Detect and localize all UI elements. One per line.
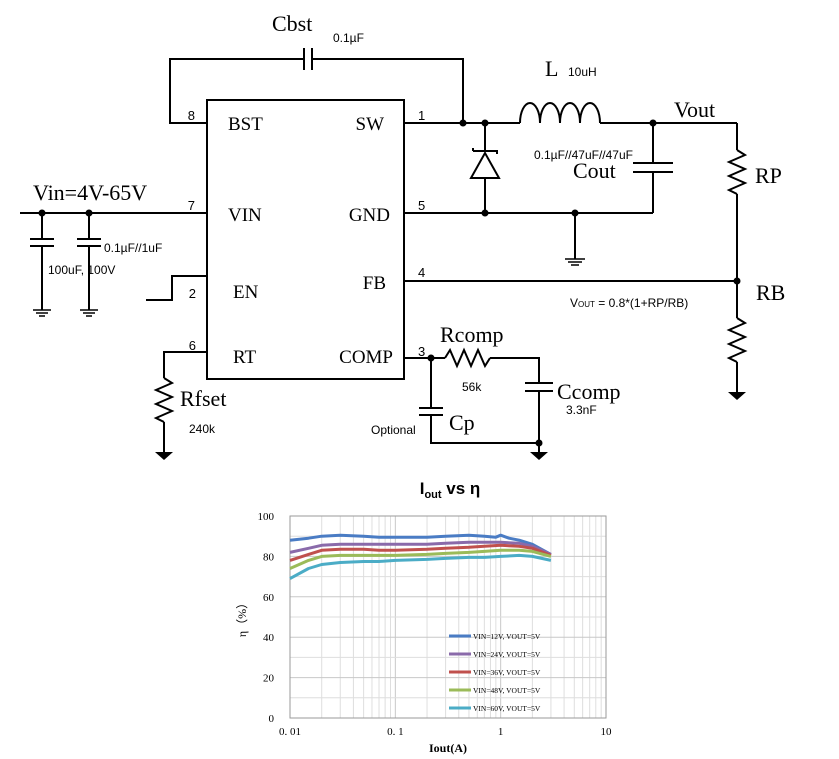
resistor-rp [726, 123, 748, 318]
y-tick-label: 100 [258, 511, 275, 523]
chart-ticks: 0 20 40 60 80 100 0. 01 0. 1 1 10 [258, 511, 613, 738]
efficiency-chart: Iout vs η 0 20 40 60 80 100 0. 01 0. 1 1 10 VIN=1… [235, 479, 612, 755]
resistor-rb [726, 317, 748, 400]
cin-small-capacitor [77, 213, 101, 317]
pin-label-gnd: GND [349, 205, 390, 226]
y-tick-label: 20 [263, 673, 275, 685]
legend-label-3: VIN=36V, VOUT=5V [473, 668, 541, 677]
cbst-capacitor [169, 48, 464, 124]
cp-note: Optional [371, 423, 416, 437]
chart-grid [289, 515, 607, 719]
pin-number-5: 5 [418, 198, 425, 213]
resistor-rcomp [444, 347, 540, 383]
sw-node-dot-1 [459, 119, 467, 127]
cbst-label: Cbst [272, 11, 312, 36]
pin-label-rt: RT [233, 347, 257, 368]
cp-label: Cp [449, 410, 475, 435]
series-line-2 [289, 540, 552, 556]
pin-number-3: 3 [418, 344, 425, 359]
legend-label-2: VIN=24V, VOUT=5V [473, 650, 541, 659]
rfset-value: 240k [189, 422, 216, 436]
rfset-label: Rfset [180, 386, 226, 411]
cp-capacitor [419, 358, 543, 447]
vout-label: Vout [674, 97, 715, 122]
ground-symbol-main [565, 213, 585, 266]
y-tick-label: 80 [263, 551, 275, 563]
en-step-signal [146, 275, 207, 301]
chart-title: Iout vs η [420, 479, 481, 501]
ccomp-capacitor [525, 382, 553, 460]
legend-label-1: VIN=12V, VOUT=5V [473, 632, 541, 641]
pin-number-1: 1 [418, 108, 425, 123]
series-line-5 [289, 553, 552, 580]
inductor-label: L [545, 56, 558, 81]
pin-label-vin: VIN [228, 205, 262, 226]
series-line-4 [289, 548, 552, 570]
series-line-3 [289, 543, 552, 562]
pin-number-8: 8 [188, 108, 195, 123]
pin-number-7: 7 [188, 198, 195, 213]
rb-label: RB [756, 280, 785, 305]
buck-converter-schematic: BST VIN EN RT SW GND FB COMP 8 7 2 6 1 5… [20, 11, 785, 460]
y-tick-label: 40 [263, 632, 275, 644]
vin-label: Vin=4V-65V [33, 180, 147, 205]
x-tick-label: 10 [601, 726, 613, 738]
chart-series [289, 533, 552, 580]
series-line-1 [289, 533, 552, 556]
rcomp-value: 56k [462, 380, 482, 394]
y-axis-label: η（%） [235, 597, 249, 637]
vout-formula: VOUT = 0.8*(1+RP/RB) [570, 296, 688, 310]
ccomp-value: 3.3nF [566, 403, 597, 417]
pin-label-bst: BST [228, 114, 263, 135]
cout-capacitor [633, 123, 673, 213]
inductor-value: 10uH [568, 65, 597, 79]
pin-label-en: EN [233, 282, 259, 303]
plot-area-border [289, 515, 607, 719]
pin-label-comp: COMP [339, 347, 393, 368]
cout-value: 0.1µF//47uF//47uF [534, 148, 633, 162]
pin-label-sw: SW [356, 114, 385, 135]
legend-label-5: VIN=60V, VOUT=5V [473, 704, 541, 713]
schottky-diode [469, 123, 501, 213]
gnd-node-dot-1 [481, 209, 489, 217]
ccomp-label: Ccomp [557, 379, 621, 404]
x-axis-label: Iout(A) [429, 741, 467, 755]
cout-label: Cout [573, 158, 616, 183]
pin-number-2: 2 [189, 286, 196, 301]
pin-number-4: 4 [418, 265, 425, 280]
cin-bulk-capacitor [30, 213, 54, 317]
cin-bulk-value: 100uF, 100V [48, 263, 115, 277]
y-tick-label: 0 [269, 713, 275, 725]
cin-small-value: 0.1µF//1uF [104, 241, 162, 255]
x-tick-label: 1 [498, 726, 504, 738]
chart-legend: VIN=12V, VOUT=5V VIN=24V, VOUT=5V VIN=36V,… [449, 632, 541, 713]
pin-label-fb: FB [363, 273, 386, 294]
x-tick-label: 0. 1 [387, 726, 404, 738]
y-tick-label: 60 [263, 592, 275, 604]
resistor-rfset [153, 351, 207, 460]
legend-label-4: VIN=48V, VOUT=5V [473, 686, 541, 695]
rp-label: RP [755, 163, 782, 188]
rcomp-label: Rcomp [440, 322, 504, 347]
x-tick-label: 0. 01 [279, 726, 301, 738]
inductor-l [519, 102, 737, 124]
pin-number-6: 6 [189, 338, 196, 353]
ic-body [206, 99, 405, 380]
cbst-value: 0.1µF [333, 31, 364, 45]
